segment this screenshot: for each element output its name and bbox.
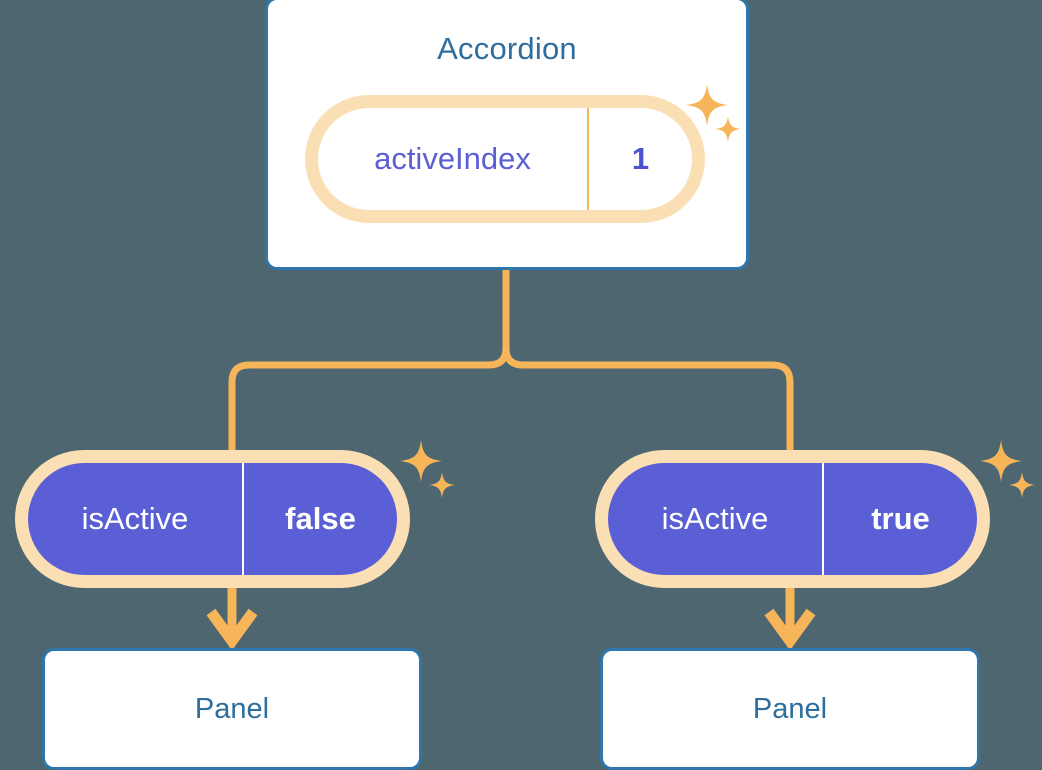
panel-box-left[interactable]: Panel [42, 648, 422, 770]
state-pill-value: 1 [631, 141, 650, 176]
prop-pill-inner: isActive true [608, 463, 977, 575]
state-pill-inner: activeIndex 1 [318, 108, 692, 210]
branch-connector-icon [228, 266, 510, 474]
state-pill-activeindex[interactable]: activeIndex 1 [305, 95, 705, 223]
panel-label: Panel [194, 692, 270, 725]
prop-pill-key: isActive [608, 463, 824, 575]
arrow-down-icon [764, 588, 816, 651]
panel-box-right[interactable]: Panel [600, 648, 980, 770]
page-title: Accordion [437, 31, 577, 66]
prop-pill-key: isActive [28, 463, 244, 575]
panel-label: Panel [752, 692, 828, 725]
arrow-down-icon [206, 588, 258, 651]
state-pill-key: activeIndex [318, 108, 589, 210]
branch-connector-icon [502, 266, 794, 474]
prop-pill-isactive-true[interactable]: isActive true [595, 450, 990, 588]
prop-pill-value: true [871, 501, 930, 536]
prop-pill-value: false [285, 501, 356, 536]
prop-pill-isactive-false[interactable]: isActive false [15, 450, 410, 588]
prop-pill-inner: isActive false [28, 463, 397, 575]
